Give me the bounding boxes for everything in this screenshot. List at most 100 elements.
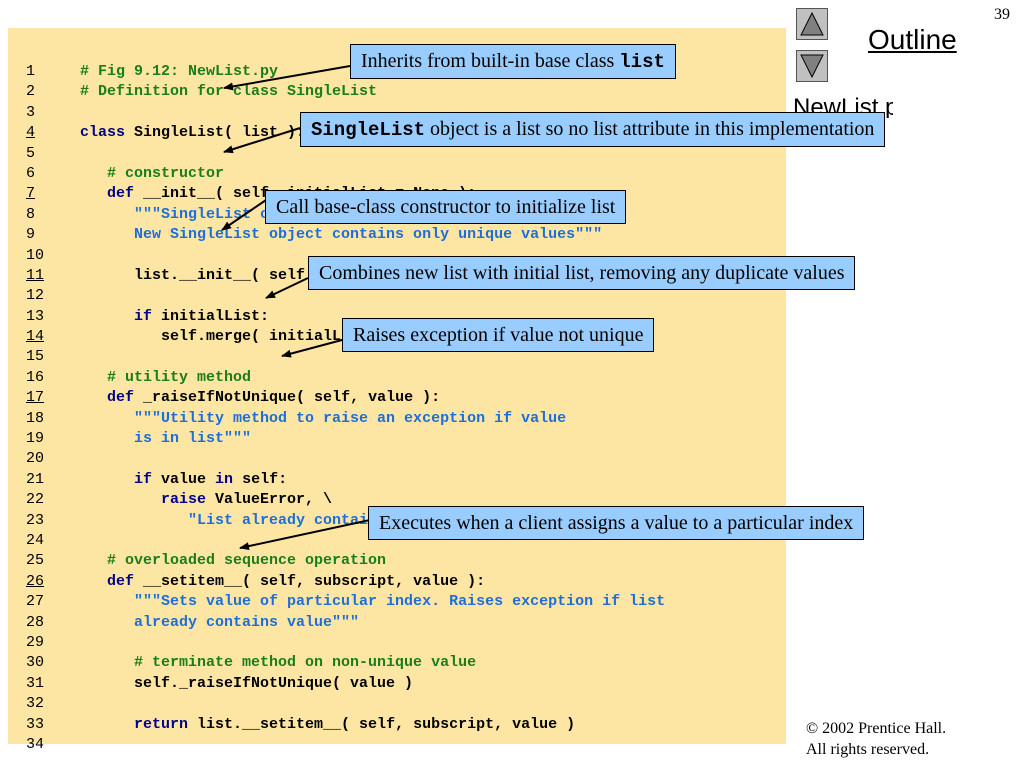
code-text: value: [152, 470, 216, 488]
line-number: 14: [26, 328, 45, 346]
code-indent: [80, 512, 188, 529]
code-comment: # utility method: [107, 368, 252, 386]
code-line: 3: [26, 103, 665, 123]
line-number: 13: [26, 307, 45, 325]
callout-setitem: Executes when a client assigns a value t…: [368, 506, 865, 540]
line-number: 27: [26, 593, 45, 611]
code-comment: # overloaded sequence operation: [107, 552, 387, 570]
line-number: 9: [26, 226, 36, 244]
code-indent: [80, 328, 161, 345]
code-line: 24: [26, 531, 665, 551]
line-number: 6: [26, 164, 36, 182]
code-keyword: return: [134, 715, 189, 733]
line-number: 7: [26, 185, 36, 203]
code-line: 9 New SingleList object contains only un…: [26, 225, 665, 245]
callout-text: Inherits from built-in base class: [361, 50, 620, 72]
code-indent: [80, 410, 134, 427]
callout-inherits-list: Inherits from built-in base class list: [350, 44, 676, 79]
code-text: self:: [233, 470, 288, 488]
callout-raises-exception: Raises exception if value not unique: [342, 318, 655, 352]
code-indent: [80, 675, 134, 692]
code-keyword: def: [107, 185, 135, 203]
code-indent: [80, 552, 107, 569]
line-number: 21: [26, 470, 45, 488]
line-number: 18: [26, 409, 45, 427]
code-text: SingleList( list ):: [125, 124, 306, 142]
code-text: ValueError, \: [206, 491, 333, 509]
line-number: 24: [26, 531, 45, 549]
code-line: 21 if value in self:: [26, 470, 665, 490]
triangle-down-icon: [800, 54, 824, 78]
code-line: 20: [26, 449, 665, 469]
code-keyword: def: [107, 572, 135, 590]
code-comment: # terminate method on non-unique value: [134, 654, 477, 672]
code-line: 33 return list.__setitem__( self, subscr…: [26, 715, 665, 735]
callout-code: list: [619, 51, 665, 73]
code-text: initialList:: [152, 307, 270, 325]
line-number: 31: [26, 674, 45, 692]
code-line: 18 """Utility method to raise an excepti…: [26, 409, 665, 429]
code-text: self._raiseIfNotUnique( value ): [134, 674, 414, 692]
line-number: 32: [26, 695, 45, 713]
line-number: 1: [26, 63, 36, 80]
next-slide-button[interactable]: [796, 50, 828, 82]
line-number: 17: [26, 389, 45, 407]
code-line: 31 self._raiseIfNotUnique( value ): [26, 674, 665, 694]
code-line: 22 raise ValueError, \: [26, 490, 665, 510]
code-indent: [80, 226, 134, 243]
callout-text: Combines new list with initial list, rem…: [319, 262, 845, 284]
outline-link[interactable]: Outline: [868, 24, 957, 55]
code-line: 17 def _raiseIfNotUnique( self, value ):: [26, 388, 665, 408]
copyright-line-2: All rights reserved.: [806, 741, 930, 758]
code-line: 10: [26, 246, 665, 266]
code-text: list.__init__( self ): [134, 266, 324, 284]
code-line: 27 """Sets value of particular index. Ra…: [26, 592, 665, 612]
callout-base-constructor: Call base-class constructor to initializ…: [265, 190, 627, 224]
line-number: 3: [26, 103, 36, 121]
callout-singlelist-object: SingleList object is a list so no list a…: [300, 112, 886, 147]
code-line: 6 # constructor: [26, 164, 665, 184]
code-indent: [80, 369, 107, 386]
code-indent: [80, 573, 107, 590]
code-text: list.__setitem__( self, subscript, value…: [188, 715, 576, 733]
copyright-notice: © 2002 Prentice Hall. All rights reserve…: [806, 718, 946, 760]
code-indent: [80, 716, 134, 733]
code-indent: [80, 165, 107, 182]
line-number: 4: [26, 124, 36, 142]
line-number: 10: [26, 246, 45, 264]
code-indent: [80, 267, 134, 284]
code-string: """Sets value of particular index. Raise…: [134, 593, 666, 611]
code-keyword: if: [134, 470, 153, 488]
code-string: already contains value""": [134, 613, 360, 631]
code-indent: [80, 614, 134, 631]
copyright-line-1: © 2002 Prentice Hall.: [806, 720, 947, 737]
code-line: 32: [26, 694, 665, 714]
code-indent: [80, 185, 107, 202]
line-number: 19: [26, 430, 45, 448]
code-comment: # Definition for class SingleList: [80, 83, 378, 101]
code-keyword: if: [134, 307, 153, 325]
previous-slide-button[interactable]: [796, 8, 828, 40]
callout-code: SingleList: [311, 119, 426, 141]
line-number: 29: [26, 633, 45, 651]
code-indent: [80, 206, 134, 223]
line-number: 5: [26, 144, 36, 162]
code-line: 34: [26, 735, 665, 755]
triangle-up-icon: [800, 12, 824, 36]
code-indent: [80, 491, 161, 508]
callout-text: Executes when a client assigns a value t…: [379, 512, 854, 534]
code-comment: # Fig 9.12: NewList.py: [80, 63, 279, 80]
line-number: 20: [26, 450, 45, 468]
code-indent: [80, 430, 134, 447]
callout-text: object is a list so no list attribute in…: [425, 118, 875, 140]
line-number: 16: [26, 368, 45, 386]
line-number: 12: [26, 287, 45, 305]
code-line: 28 already contains value""": [26, 613, 665, 633]
code-line: 16 # utility method: [26, 368, 665, 388]
code-line: 13 if initialList:: [26, 307, 665, 327]
callout-combines-lists: Combines new list with initial list, rem…: [308, 256, 856, 290]
code-line: 12: [26, 286, 665, 306]
code-keyword: class: [80, 124, 126, 142]
line-number: 22: [26, 491, 45, 509]
